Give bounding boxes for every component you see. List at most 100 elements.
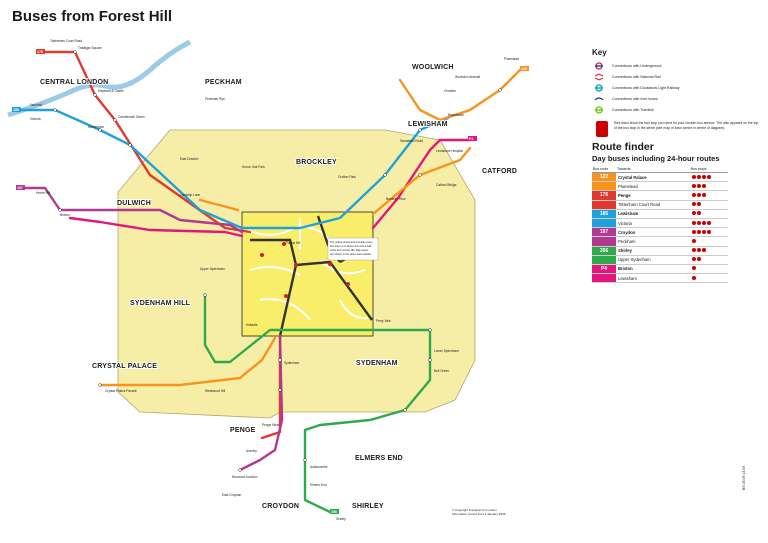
station-label: Brixton (60, 213, 70, 217)
key-title: Key (592, 48, 607, 57)
route-destination: Victoria (616, 218, 690, 229)
bus-stop-disc-icon (691, 202, 696, 207)
route-number-badge (592, 236, 616, 247)
key-item-label: Connections with river buses (612, 96, 658, 101)
table-row: Upper Sydenham (592, 255, 728, 265)
station-label: Catford Bridge (436, 183, 457, 187)
route-finder-title: Route finder (592, 141, 654, 153)
svg-text:185: 185 (13, 108, 19, 112)
bus-stop-disc-icon (701, 192, 706, 197)
bus-stop-disc-icon (691, 220, 696, 225)
bus-stop-disc-icon (696, 220, 701, 225)
station-label: Upper Sydenham (200, 267, 225, 271)
bus-stop-disc-icon (706, 229, 711, 234)
station-label: Lewisham Hospital (436, 149, 463, 153)
station-label: Tottenham Court Road (50, 39, 82, 43)
inset-note-box (327, 237, 379, 261)
tramlink-icon (592, 105, 606, 114)
key-item-label: Connections with National Rail (612, 74, 661, 79)
svg-text:are shown in the white area ou: are shown in the white area outside. (330, 252, 372, 256)
route-number-badge (592, 218, 616, 229)
national-rail-icon (592, 72, 606, 81)
station-label: Vauxhall (30, 103, 42, 107)
station-label: Woolwich Arsenal (455, 75, 480, 79)
station-label: Elmers End (310, 483, 327, 487)
svg-text:miles from Forest Hill. Main s: miles from Forest Hill. Main stops (330, 248, 369, 252)
station-label: Sydenham (284, 361, 300, 365)
area-label-lewisham: LEWISHAM (408, 121, 448, 128)
bus-stop-disc-icon (691, 183, 696, 188)
station-label: Brockley Rise (386, 197, 406, 201)
route-destination: Peckham (616, 236, 690, 247)
bus-stop-disc-icon (691, 275, 696, 280)
station-label: Lower Sydenham (434, 349, 459, 353)
page-title: Buses from Forest Hill (12, 8, 173, 25)
bus-stop-disc-icon (696, 248, 701, 253)
route-stops (689, 172, 728, 183)
bus-stop-flag-icon (596, 121, 608, 137)
bus-stop-disc-icon (706, 220, 711, 225)
route-number-badge: 185 (592, 209, 616, 219)
table-row: Plumstead (592, 181, 728, 192)
bus-stop-disc-icon (691, 238, 696, 243)
bus-stop-disc-icon (691, 174, 696, 179)
route-197-line (23, 186, 284, 472)
key-item-tramlink: Connections with Tramlink (592, 104, 760, 115)
key-note-text: Red discs show the bus stop you need for… (614, 121, 759, 130)
river-thames (7, 39, 192, 118)
route-stops (689, 181, 728, 192)
station-label: Addiscombe (310, 465, 328, 469)
route-number-badge (592, 181, 616, 192)
key-item-label: Connections with Tramlink (612, 107, 654, 112)
area-label-woolwich: WOOLWICH (412, 64, 454, 71)
station-label: Crystal Palace Parade (105, 389, 137, 393)
station-label: Anerley (246, 449, 257, 453)
svg-text:122: 122 (521, 67, 527, 71)
bus-stop-disc-icon (706, 174, 711, 179)
route-destination: Crystal Palace (616, 172, 690, 183)
route-stops (689, 264, 728, 275)
bus-stop-disc-icon (691, 192, 696, 197)
station-label: Blackheath (448, 113, 464, 117)
route-stops (689, 218, 728, 229)
column-header: Bus route (592, 166, 616, 173)
key-note: Red discs show the bus stop you need for… (592, 121, 760, 137)
key-item-national-rail: Connections with National Rail (592, 71, 760, 82)
bus-stop-disc-icon (691, 229, 696, 234)
route-finder-subtitle: Day buses including 24-hour routes (592, 154, 720, 163)
route-destination: Lewisham (616, 209, 690, 219)
bus-stop-disc-icon (691, 248, 696, 253)
route-destination: Brixton (616, 264, 690, 275)
route-number-badge (592, 255, 616, 265)
bus-stop-disc-icon (701, 183, 706, 188)
bus-stop-disc-icon (691, 257, 696, 262)
route-destination: Shirley (616, 246, 690, 256)
station-label: Penge West (262, 423, 279, 427)
station-label: Lordship Lane (180, 193, 200, 197)
station-label: Trafalgar Square (78, 46, 102, 50)
river-bus-icon (592, 95, 606, 103)
route-stops (689, 209, 728, 219)
key-item-label: Connections with Docklands Light Railway (612, 85, 680, 90)
station-label: East Croydon (222, 493, 242, 497)
key-item-label: Connections with Underground (612, 63, 662, 68)
station-markers (53, 50, 502, 472)
area-label-sydenham: SYDENHAM (356, 360, 398, 367)
station-label: Camberwell Green (118, 115, 145, 119)
station-label: Stanstead Road (400, 139, 423, 143)
station-label: Honor Oak Park (242, 165, 265, 169)
underground-roundel-icon (592, 61, 606, 70)
bus-stop-disc-icon (691, 211, 696, 216)
station-label: Kirkdale (246, 323, 258, 327)
key-item-underground: Connections with Underground (592, 60, 760, 71)
bus-stop-disc-icon (701, 174, 706, 179)
route-number-badge: P4 (592, 264, 616, 275)
station-label: Crofton Park (338, 175, 356, 179)
table-row: Lewisham (592, 273, 728, 284)
bus-stop-disc-icon (701, 248, 706, 253)
dlr-icon (592, 83, 606, 92)
